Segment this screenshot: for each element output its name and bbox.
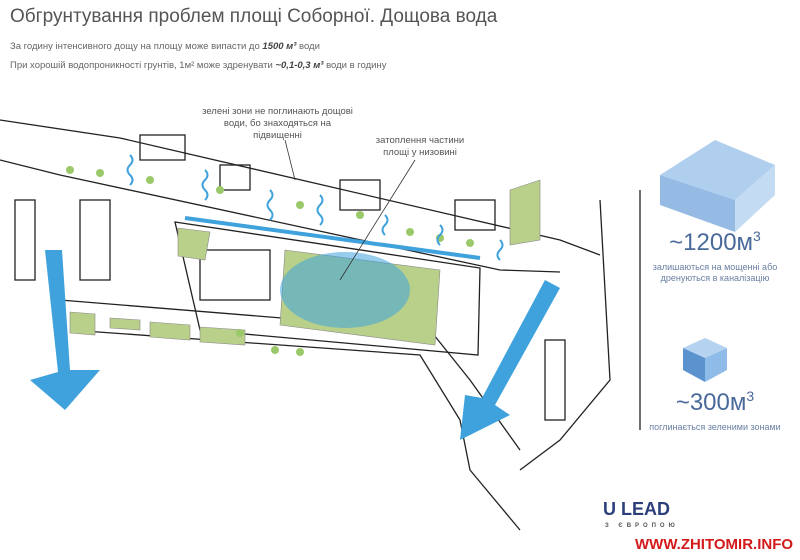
stat-1200-caption: залишаються на мощенні або дренуються в …	[652, 262, 778, 283]
drain-line	[184, 216, 481, 260]
square-outline	[174, 221, 481, 356]
stat-300-caption: поглинається зеленими зонами	[649, 422, 781, 432]
annotation-green-zones: зелені зони не поглинають дощові води, б…	[202, 106, 353, 141]
annotation-flooding: затоплення частини площі у низовині	[375, 135, 465, 158]
page-title: Обгрунтування проблем площі Соборної. До…	[10, 6, 498, 27]
stat-300: ~300м3	[675, 388, 755, 416]
ulead-logo: U LEAD	[603, 499, 670, 519]
single-cube-icon	[683, 338, 727, 382]
trees	[66, 166, 474, 356]
annotation-lines	[284, 139, 416, 281]
watermark: WWW.ZHITOMIR.INFO	[635, 536, 794, 553]
cube-stack-icon	[660, 140, 775, 232]
flood-area	[280, 252, 410, 328]
stat-1200: ~1200м3	[669, 228, 761, 256]
rain-squiggles	[126, 154, 504, 261]
intro-line-1: За годину інтенсивного дощу на площу мож…	[10, 41, 320, 52]
runoff-arrows	[30, 250, 560, 440]
ulead-subtitle: З ЄВРОПОЮ	[605, 523, 679, 529]
intro-line-2: При хорошій водопроникності грунтів, 1м²…	[10, 60, 387, 71]
